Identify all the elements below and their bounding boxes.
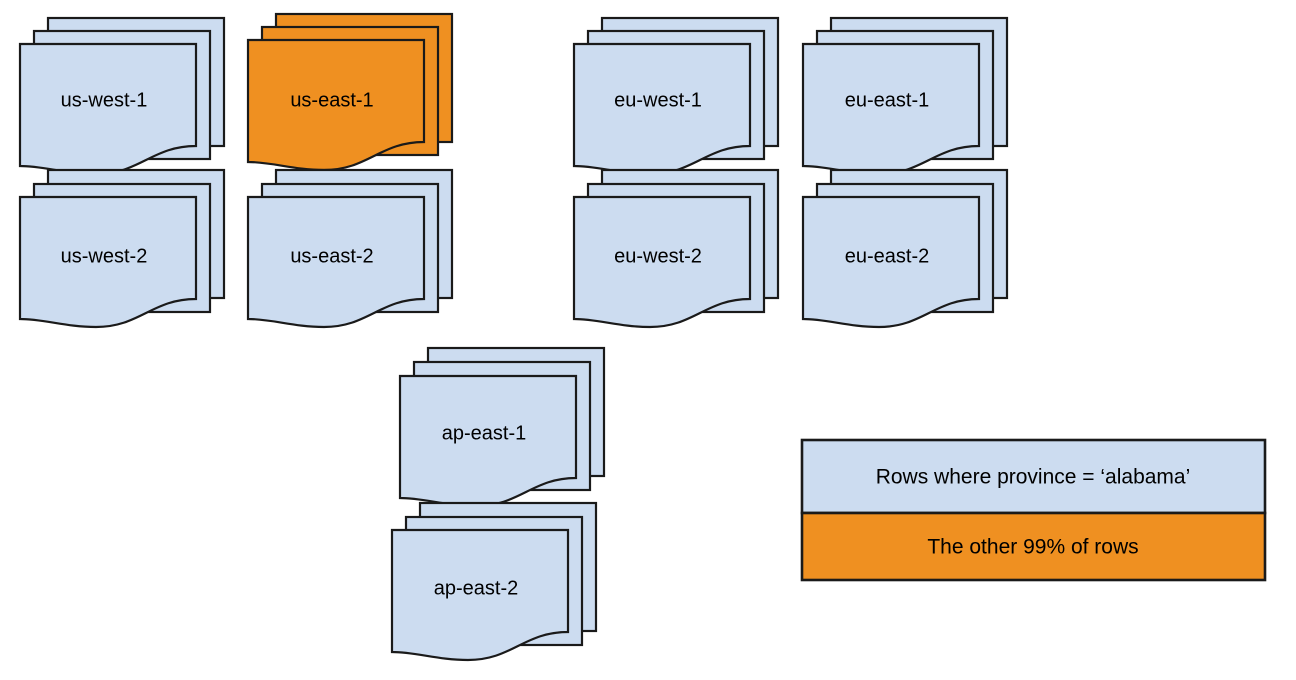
stack-ap-east-1[interactable]: ap-east-1 bbox=[398, 346, 606, 508]
legend-swatch-other-rows bbox=[800, 511, 1267, 582]
stack-front-document bbox=[801, 195, 981, 329]
stack-eu-east-2[interactable]: eu-east-2 bbox=[801, 168, 1009, 329]
legend-swatch-matching-rows bbox=[800, 438, 1267, 515]
stack-label: us-east-1 bbox=[290, 89, 373, 111]
stack-label: eu-west-1 bbox=[614, 89, 702, 111]
stack-label: eu-east-1 bbox=[845, 89, 930, 111]
legend-label-other-rows: The other 99% of rows bbox=[927, 536, 1138, 559]
stack-front-document bbox=[572, 195, 752, 329]
legend: Rows where province = ‘alabama’ The othe… bbox=[800, 438, 1267, 582]
stack-label: ap-east-2 bbox=[434, 577, 519, 599]
stack-eu-east-1[interactable]: eu-east-1 bbox=[801, 16, 1009, 176]
stack-us-east-2[interactable]: us-east-2 bbox=[246, 168, 454, 329]
stack-label: us-east-2 bbox=[290, 245, 373, 267]
stack-front-document bbox=[390, 528, 570, 662]
stack-us-west-2[interactable]: us-west-2 bbox=[18, 168, 226, 329]
stack-us-west-1[interactable]: us-west-1 bbox=[18, 16, 226, 176]
stack-label: eu-west-2 bbox=[614, 245, 702, 267]
stack-front-document bbox=[18, 195, 198, 329]
stack-label: ap-east-1 bbox=[442, 422, 527, 444]
stack-eu-west-2[interactable]: eu-west-2 bbox=[572, 168, 780, 329]
stack-eu-west-1[interactable]: eu-west-1 bbox=[572, 16, 780, 176]
stack-us-east-1[interactable]: us-east-1 bbox=[246, 12, 454, 172]
legend-label-matching-rows: Rows where province = ‘alabama’ bbox=[876, 466, 1191, 489]
stack-label: us-west-2 bbox=[61, 245, 148, 267]
stack-label: eu-east-2 bbox=[845, 245, 930, 267]
stack-ap-east-2[interactable]: ap-east-2 bbox=[390, 501, 598, 662]
stack-front-document bbox=[246, 195, 426, 329]
stack-label: us-west-1 bbox=[61, 89, 148, 111]
